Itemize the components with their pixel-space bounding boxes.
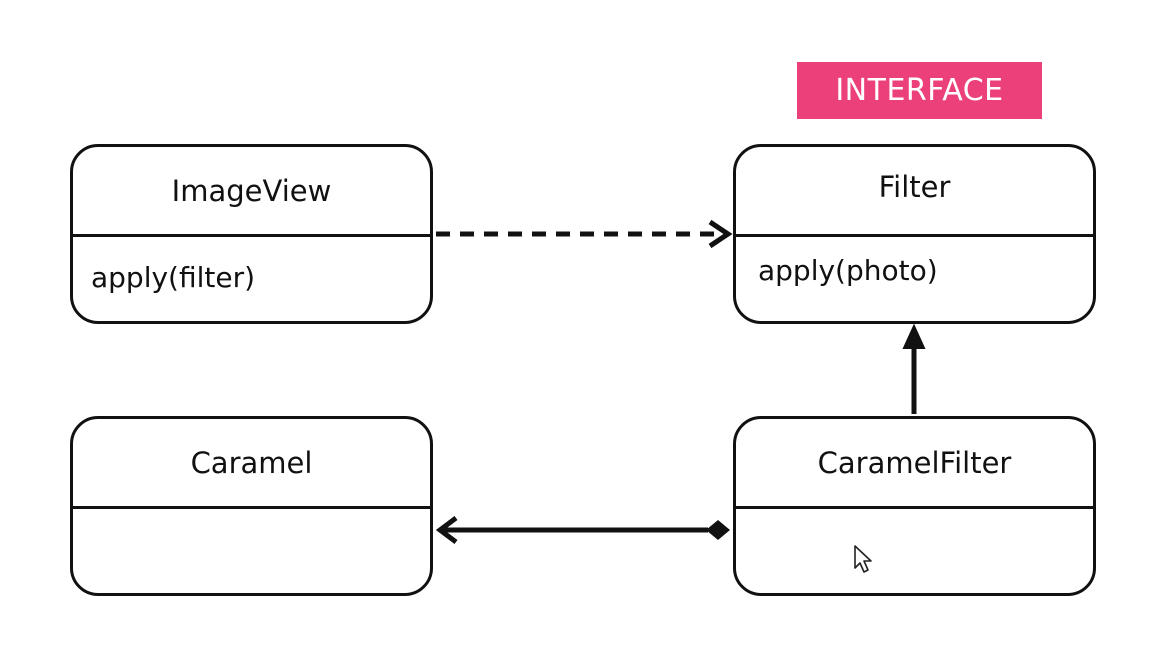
- class-caramelfilter[interactable]: CaramelFilter: [733, 416, 1096, 596]
- composition-arrowhead: [435, 516, 458, 544]
- class-imageview[interactable]: ImageView apply(filter): [70, 144, 433, 324]
- inheritance-arrowhead: [902, 323, 926, 349]
- class-name: ImageView: [73, 147, 430, 237]
- class-caramel[interactable]: Caramel: [70, 416, 433, 596]
- class-operation: apply(photo): [758, 253, 938, 287]
- class-filter[interactable]: Filter apply(photo): [733, 144, 1096, 324]
- class-name: Filter: [736, 147, 1093, 237]
- interface-stereotype-badge: INTERFACE: [797, 62, 1042, 119]
- class-name: CaramelFilter: [736, 419, 1093, 509]
- composition-diamond: [706, 520, 730, 540]
- dependency-arrowhead: [708, 219, 733, 249]
- class-operation: apply(filter): [91, 260, 256, 294]
- mouse-pointer-icon: [854, 545, 872, 573]
- class-name: Caramel: [73, 419, 430, 509]
- class-operation: [736, 509, 1093, 593]
- class-operation: [73, 509, 430, 593]
